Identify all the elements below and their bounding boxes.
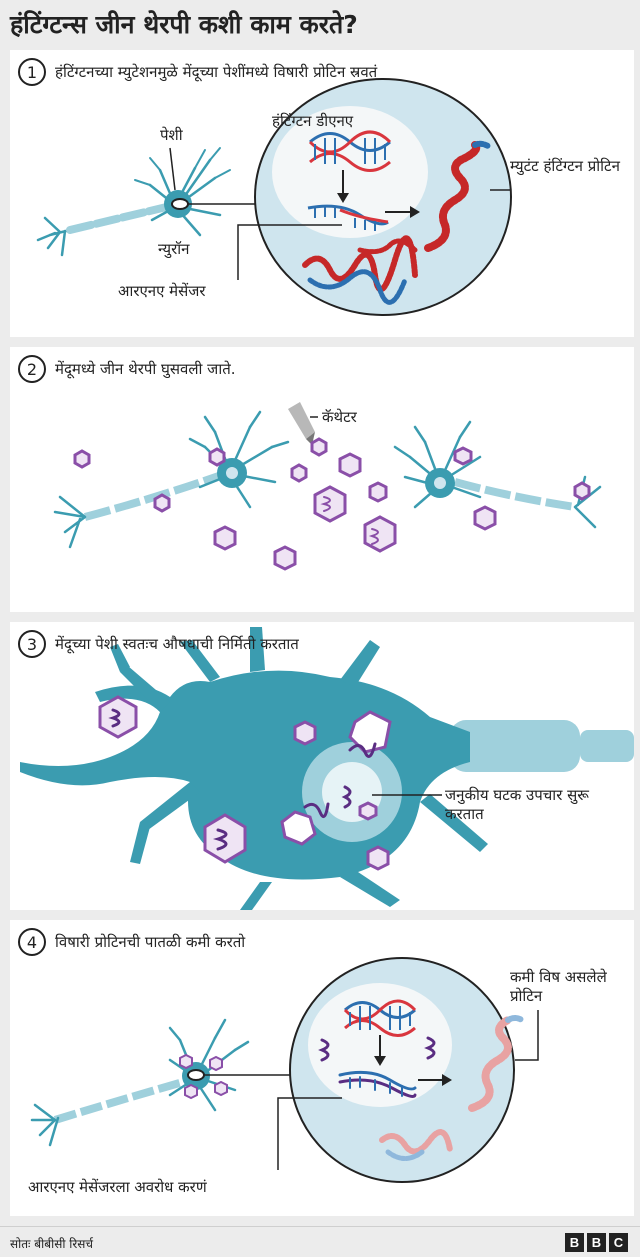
label-genetic-material: जनुकीय घटक उपचार सुरू करतात [445, 786, 589, 823]
step-heading: हंटिंग्टनच्या म्युटेशनमुळे मेंदूच्या पेश… [55, 63, 378, 81]
panel-3-illustration [20, 627, 634, 910]
logo-letter: B [587, 1233, 606, 1252]
virus-particles-icon [73, 437, 591, 571]
mrna-icon [307, 204, 389, 231]
page-title: हंटिंग्टन्स जीन थेरपी कशी काम करते? [10, 10, 358, 39]
dna-icon [343, 999, 417, 1037]
step-number: 3 [18, 630, 46, 658]
panel-1-illustration [36, 78, 512, 316]
logo-letter: B [565, 1233, 584, 1252]
neuron-cell-body-icon [20, 627, 488, 910]
label-mrna: आरएनए मेसेंजर [118, 282, 206, 300]
panel-step-3: 3 मेंदूच्या पेशी स्वतःच औषधाची निर्मिती … [10, 622, 634, 910]
label-cell: पेशी [160, 126, 183, 144]
label-low-toxic-protein: कमी विष असलेले प्रोटिन [510, 968, 607, 1005]
label-block-mrna: आरएनए मेसेंजरला अवरोध करणं [28, 1178, 207, 1196]
step-heading: मेंदूमध्ये जीन थेरपी घुसवली जाते. [55, 360, 236, 378]
protein-tangle-icon [302, 235, 418, 305]
neuron-left-icon [53, 410, 290, 549]
silencing-strand-icon [338, 1070, 417, 1098]
logo-letter: C [609, 1233, 628, 1252]
step-4-header: 4 विषारी प्रोटिनची पातळी कमी करतो [18, 928, 245, 956]
low-toxic-protein-icon [468, 1015, 525, 1112]
step-number: 2 [18, 355, 46, 383]
dna-icon [308, 130, 392, 172]
panel-4-illustration [30, 957, 539, 1183]
catheter-icon [288, 402, 315, 445]
bbc-logo: B B C [565, 1233, 628, 1252]
step-number: 4 [18, 928, 46, 956]
cell-marker-icon [187, 1069, 205, 1081]
step-2-header: 2 मेंदूमध्ये जीन थेरपी घुसवली जाते. [18, 355, 236, 383]
label-huntingtin-dna: हंटिंग्टन डीएनए [272, 112, 354, 130]
neuron-right-icon [393, 420, 602, 529]
mutant-protein-icon [424, 140, 491, 252]
source-credit: सोतः बीबीसी रिसर्च [10, 1237, 94, 1251]
label-catheter: कॅथेटर [322, 408, 357, 426]
panel-step-2: 2 मेंदूमध्ये जीन थेरपी घुसवली जाते. कॅथे… [10, 347, 634, 612]
step-number: 1 [18, 58, 46, 86]
panel-2-illustration [53, 402, 602, 571]
neuron-icon [36, 147, 231, 257]
step-1-header: 1 हंटिंग्टनच्या म्युटेशनमुळे मेंदूच्या प… [18, 58, 377, 86]
label-neuron: न्युरॉन [158, 240, 190, 258]
step-heading: विषारी प्रोटिनची पातळी कमी करतो [55, 933, 246, 951]
step-heading: मेंदूच्या पेशी स्वतःच औषधाची निर्मिती कर… [55, 635, 299, 653]
empty-capsid-icon [348, 710, 392, 754]
neuron-icon [30, 1018, 250, 1147]
step-3-header: 3 मेंदूच्या पेशी स्वतःच औषधाची निर्मिती … [18, 630, 299, 658]
label-mutant-protein: म्युटंट हंटिंग्टन प्रोटिन [510, 157, 620, 175]
panel-step-1: 1 हंटिंग्टनच्या म्युटेशनमुळे मेंदूच्या प… [10, 50, 634, 337]
footer: सोतः बीबीसी रिसर्च B B C [0, 1226, 640, 1257]
axon-icon [450, 720, 580, 772]
cell-marker-icon [171, 198, 189, 210]
panel-step-4: 4 विषारी प्रोटिनची पातळी कमी करतो कमी वि… [10, 920, 634, 1216]
